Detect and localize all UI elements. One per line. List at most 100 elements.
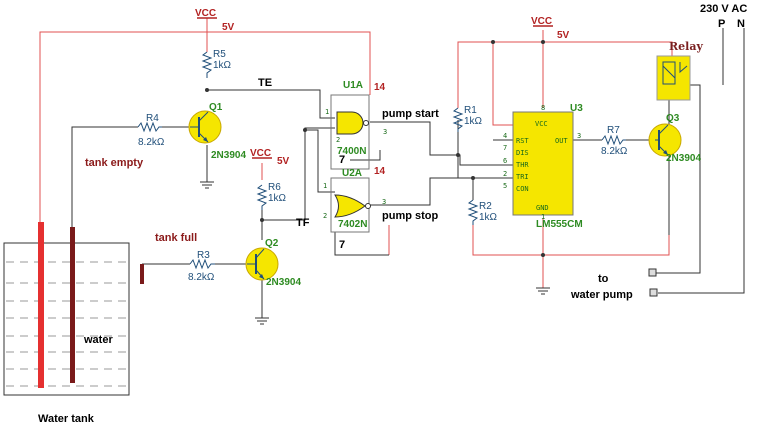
u1a-pin-in2: 2 (336, 136, 340, 144)
vcc-label: VCC (531, 16, 552, 27)
tank-full-label: tank full (155, 232, 197, 244)
pump-start-label: pump start (382, 108, 439, 120)
r2-name: R2 (479, 201, 492, 212)
u3-pin-tri: TRI (516, 173, 529, 181)
r7-name: R7 (607, 125, 620, 136)
q2-part: 2N3904 (266, 277, 301, 288)
q2-name: Q2 (265, 238, 279, 249)
u1a-box (330, 94, 370, 170)
r6-body (256, 184, 268, 210)
relay-label: Relay (669, 40, 703, 53)
u3-pin-dis: DIS (516, 149, 529, 157)
u3-pinnum-out: 3 (577, 132, 581, 140)
u3-pin-vcc: VCC (535, 120, 548, 128)
u2a-pin-gnd: 7 (339, 239, 345, 251)
u1a-pin-out: 3 (383, 128, 387, 136)
u1a-pin-vcc: 14 (374, 82, 386, 93)
u2a-name: U2A (342, 168, 362, 179)
pump-stop-label: pump stop (382, 210, 438, 222)
r1-value: 1kΩ (464, 116, 483, 127)
r7-value: 8.2kΩ (601, 146, 628, 157)
u2a-pin-vcc: 14 (374, 166, 386, 177)
r4-name: R4 (146, 113, 159, 124)
u2a-pin-in1: 1 (323, 182, 327, 190)
u3-pin-out: OUT (555, 137, 568, 145)
r6-name: R6 (268, 182, 281, 193)
u1a-part: 7400N (337, 146, 366, 157)
junction-dots (205, 40, 545, 257)
u3-pinnum-thr: 6 (503, 157, 507, 165)
u3-pin-con: CON (516, 185, 529, 193)
u3-name: U3 (570, 103, 583, 114)
u1a-nand-gate (336, 111, 364, 135)
u2a-part: 7402N (338, 219, 367, 230)
q1-transistor (188, 110, 222, 144)
vcc-label: VCC (195, 8, 216, 19)
probe-common (38, 222, 44, 388)
ac-title: 230 V AC (700, 3, 747, 15)
r1-name: R1 (464, 105, 477, 116)
r2-value: 1kΩ (479, 212, 498, 223)
signal-wires (71, 28, 745, 318)
q3-transistor (648, 123, 682, 157)
r5-body (201, 51, 213, 78)
vcc-5v-label: 5V (277, 156, 290, 167)
water-label: water (83, 334, 113, 346)
r2-body (467, 199, 479, 225)
r4-body (137, 121, 162, 133)
u3-pinnum-con: 5 (503, 182, 507, 190)
u3-pinnum-dis: 7 (503, 144, 507, 152)
water-tank-outline (3, 242, 130, 396)
u2a-pin-in2: 2 (323, 212, 327, 220)
relay-component (656, 55, 691, 101)
lm555-body (512, 111, 574, 216)
r5-name: R5 (213, 49, 226, 60)
to-label: to (598, 273, 609, 285)
vcc-5v-label: 5V (222, 22, 235, 33)
u3-pin-rst: RST (516, 137, 529, 145)
u3-pinnum-rst: 4 (503, 132, 507, 140)
ground-icon (255, 317, 269, 325)
tank-empty-label: tank empty (85, 157, 144, 169)
te-label: TE (258, 77, 272, 89)
u3-pinnum-vcc: 8 (541, 104, 545, 112)
u3-pin-gnd: GND (536, 204, 549, 212)
probe-empty (70, 227, 75, 383)
r7-body (601, 134, 626, 146)
u3-pinnum-tri: 2 (503, 170, 507, 178)
r3-name: R3 (197, 250, 210, 261)
q3-part: 2N3904 (666, 153, 701, 164)
ground-icon (536, 287, 550, 295)
vcc-5v-label: 5V (557, 30, 570, 41)
ac-n-label: N (737, 18, 745, 30)
r4-value: 8.2kΩ (138, 137, 165, 148)
u2a-nor-gate (334, 194, 366, 218)
ac-p-label: P (718, 18, 725, 30)
q2-transistor (245, 247, 279, 281)
vcc-label: VCC (250, 148, 271, 159)
r1-body (452, 107, 464, 132)
water-pump-label: water pump (570, 289, 633, 301)
u1a-pin-in1: 1 (325, 108, 329, 116)
u2a-pin-out: 3 (382, 198, 386, 206)
probe-full (140, 264, 144, 284)
ground-icon (200, 181, 214, 189)
r3-body (189, 258, 215, 270)
pump-terminal-2 (649, 288, 658, 297)
u3-part: LM555CM (536, 219, 583, 230)
r5-value: 1kΩ (213, 60, 232, 71)
q3-name: Q3 (666, 113, 680, 124)
r6-value: 1kΩ (268, 193, 287, 204)
u1a-name: U1A (343, 80, 363, 91)
u1a-pin-gnd: 7 (339, 154, 345, 166)
q1-part: 2N3904 (211, 150, 246, 161)
u3-pin-thr: THR (516, 161, 529, 169)
water-tank-label: Water tank (38, 413, 95, 425)
r3-value: 8.2kΩ (188, 272, 215, 283)
pump-terminal-1 (648, 268, 657, 277)
u3-pinnum-gnd: 1 (541, 213, 545, 221)
q1-name: Q1 (209, 102, 223, 113)
tf-label: TF (296, 217, 310, 229)
water-level-lines (6, 261, 127, 387)
